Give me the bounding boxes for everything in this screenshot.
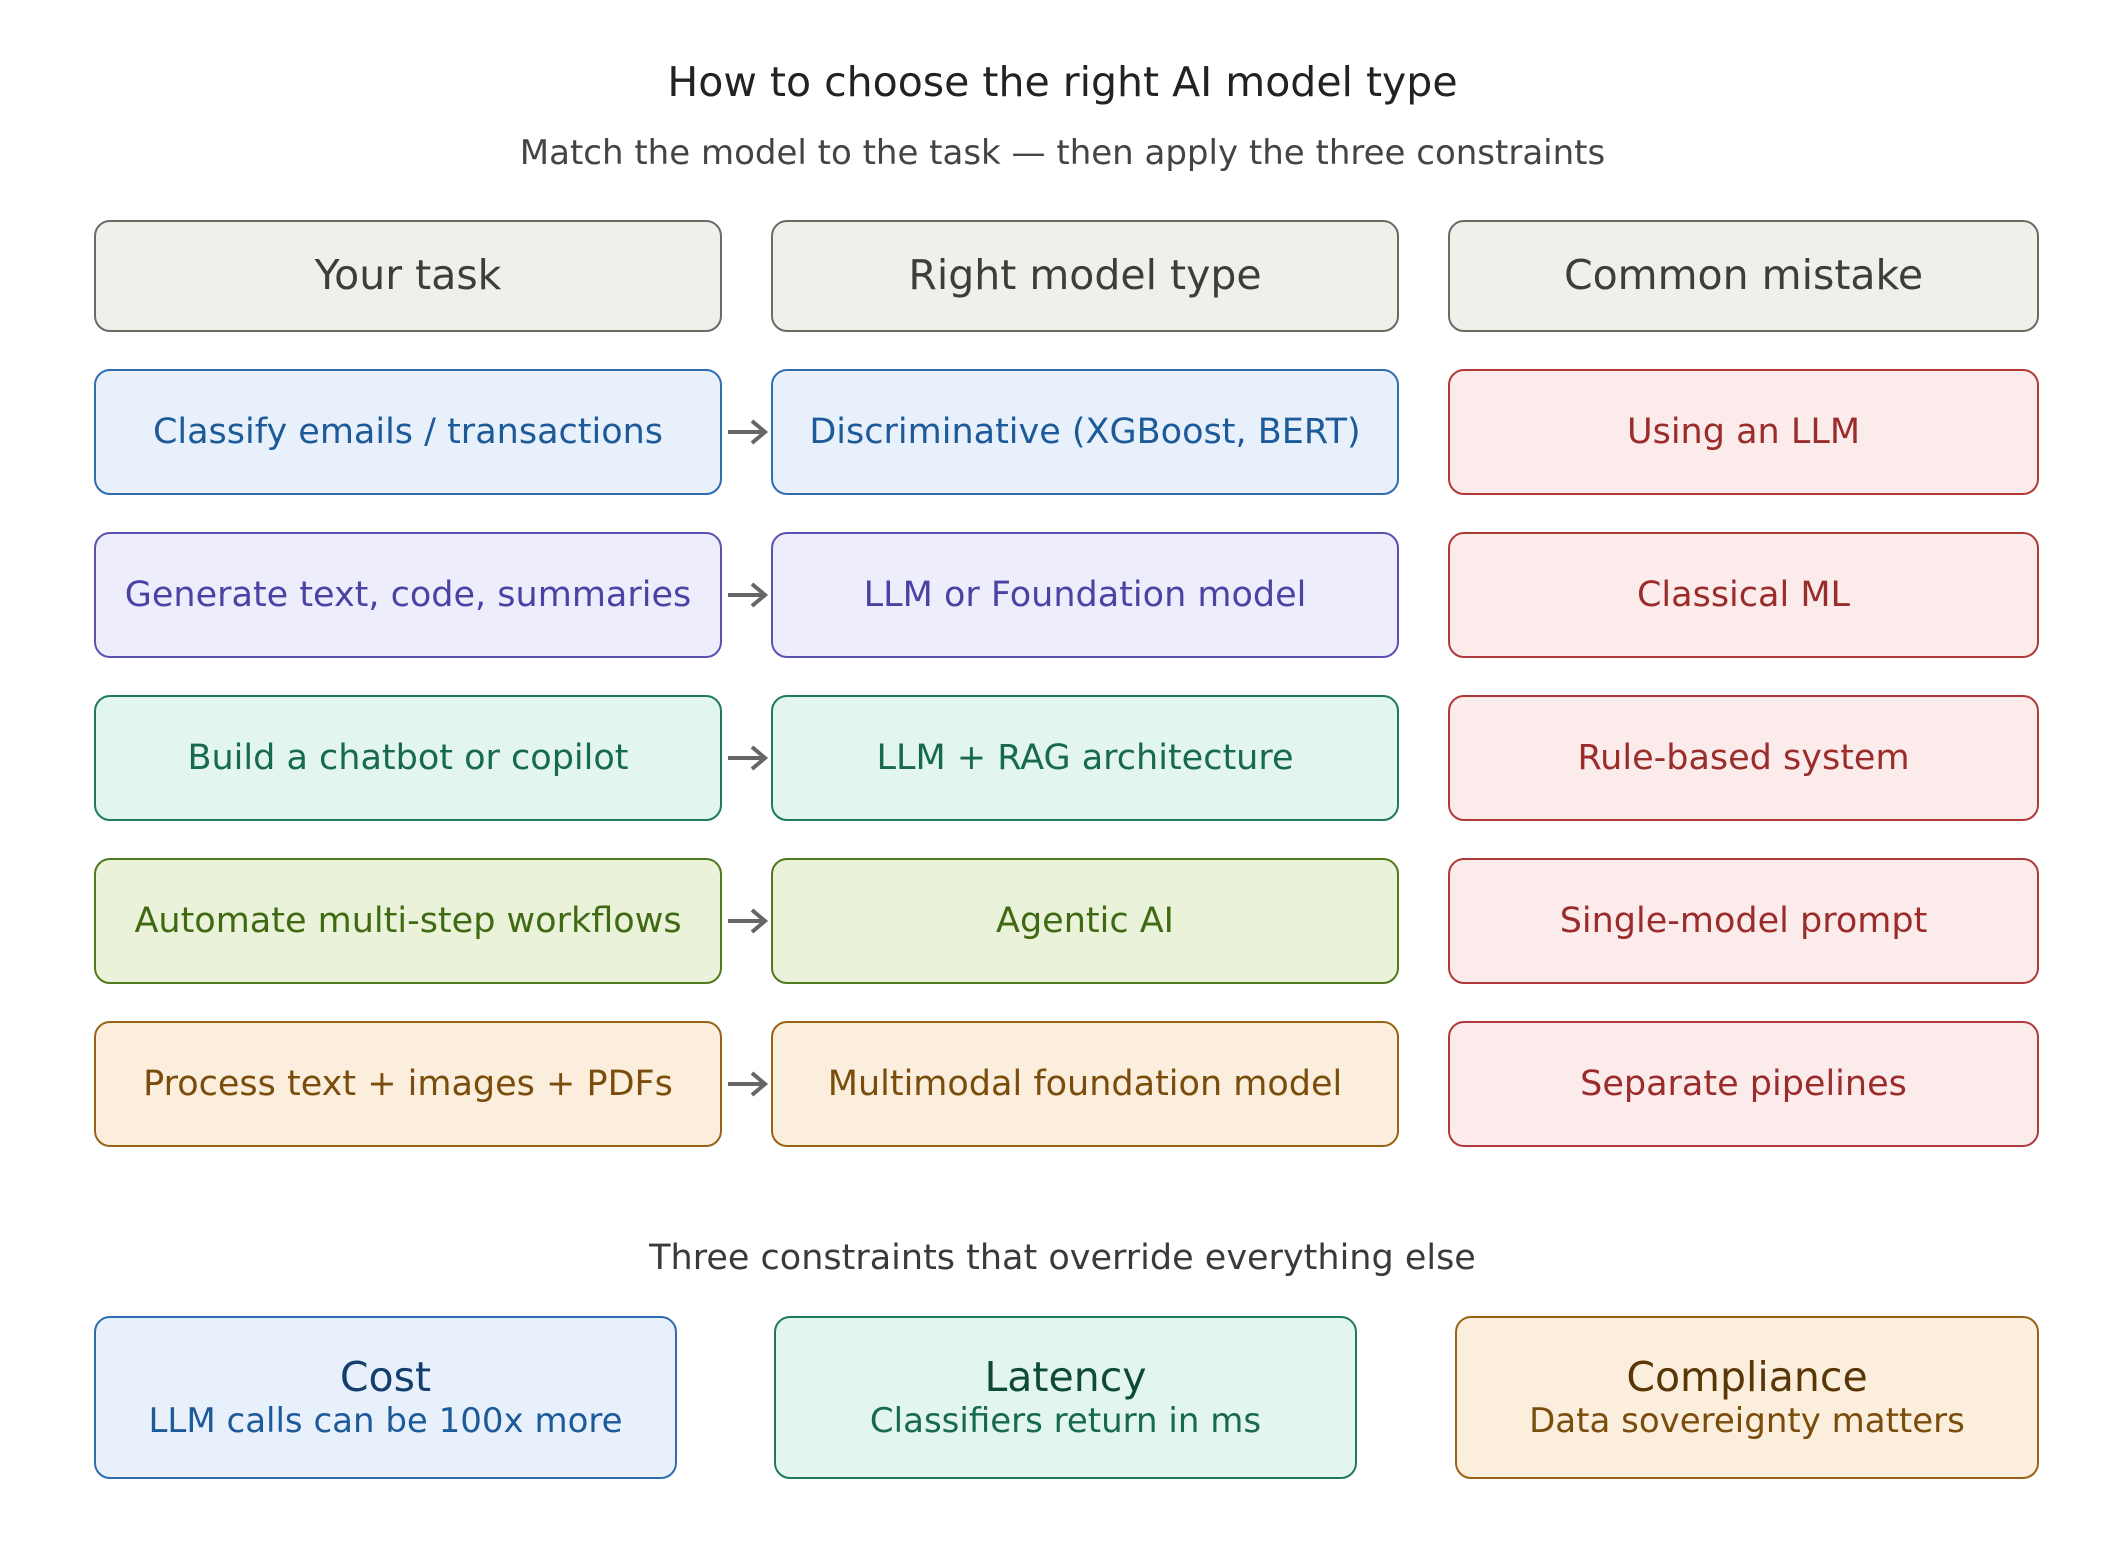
header-right-model-type: Right model type	[771, 220, 1399, 332]
mistake-cell-rule-based: Rule-based system	[1448, 695, 2039, 821]
constraint-compliance-desc: Data sovereignty matters	[1529, 1400, 1965, 1441]
page-subtitle: Match the model to the task — then apply…	[519, 133, 1606, 173]
header-your-task: Your task	[94, 220, 722, 332]
model-cell-agentic-ai: Agentic AI	[771, 858, 1399, 984]
arrow-right-icon	[728, 1071, 769, 1097]
task-cell-automate: Automate multi-step workflows	[94, 858, 722, 984]
task-cell-process: Process text + images + PDFs	[94, 1021, 722, 1147]
constraint-latency-title: Latency	[984, 1352, 1147, 1401]
constraints-title: Three constraints that override everythi…	[649, 1238, 1476, 1278]
task-cell-classify: Classify emails / transactions	[94, 369, 722, 495]
constraint-compliance: Compliance Data sovereignty matters	[1455, 1316, 2039, 1479]
constraint-cost-title: Cost	[339, 1352, 432, 1401]
constraint-latency: Latency Classifiers return in ms	[774, 1316, 1357, 1479]
header-common-mistake: Common mistake	[1448, 220, 2039, 332]
constraint-compliance-title: Compliance	[1626, 1352, 1868, 1401]
page-title: How to choose the right AI model type	[667, 58, 1458, 106]
mistake-cell-classical-ml: Classical ML	[1448, 532, 2039, 658]
task-cell-generate: Generate text, code, summaries	[94, 532, 722, 658]
model-cell-multimodal: Multimodal foundation model	[771, 1021, 1399, 1147]
model-cell-discriminative: Discriminative (XGBoost, BERT)	[771, 369, 1399, 495]
mistake-cell-separate-pipelines: Separate pipelines	[1448, 1021, 2039, 1147]
constraint-cost: Cost LLM calls can be 100x more	[94, 1316, 677, 1479]
arrow-right-icon	[728, 908, 769, 934]
arrow-right-icon	[728, 582, 769, 608]
mistake-cell-single-model: Single-model prompt	[1448, 858, 2039, 984]
arrow-right-icon	[728, 419, 769, 445]
constraint-cost-desc: LLM calls can be 100x more	[148, 1400, 623, 1441]
arrow-right-icon	[728, 745, 769, 771]
model-cell-llm-foundation: LLM or Foundation model	[771, 532, 1399, 658]
task-cell-chatbot: Build a chatbot or copilot	[94, 695, 722, 821]
mistake-cell-using-llm: Using an LLM	[1448, 369, 2039, 495]
model-cell-llm-rag: LLM + RAG architecture	[771, 695, 1399, 821]
constraint-latency-desc: Classifiers return in ms	[869, 1400, 1262, 1441]
